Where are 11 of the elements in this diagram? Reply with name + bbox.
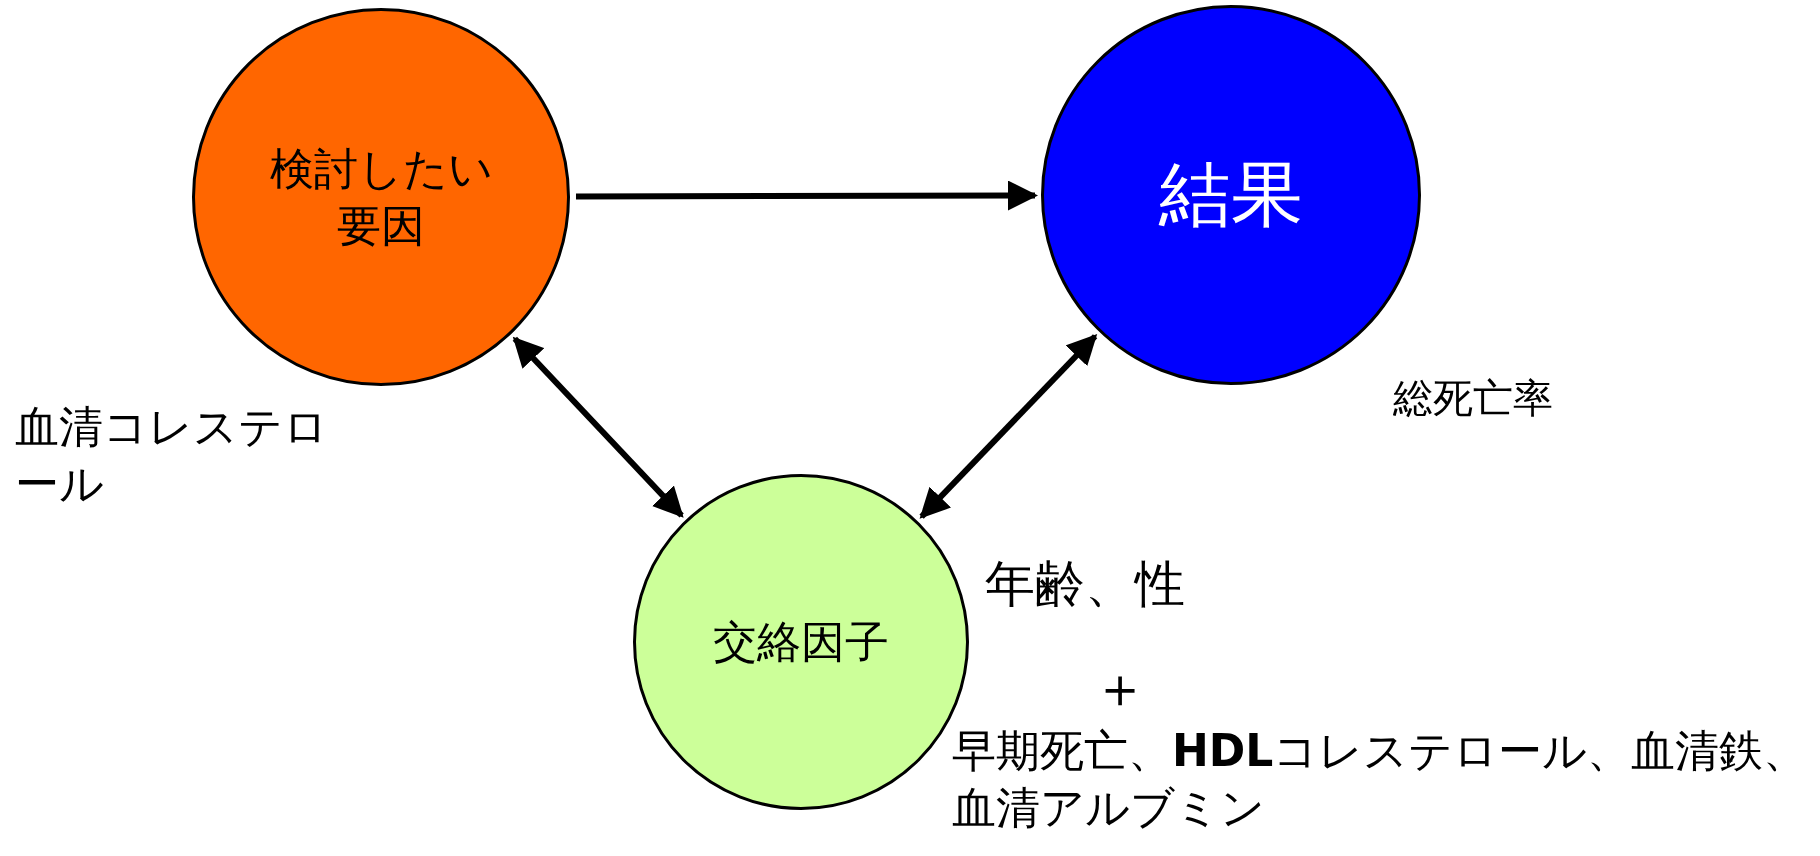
double-arrow <box>919 334 1098 519</box>
annotation-text: 総死亡率 <box>1393 374 1554 423</box>
double-arrow <box>512 336 684 518</box>
node-label: 交絡因子 <box>712 615 890 670</box>
annotation-text: 年齢、性 <box>985 554 1186 615</box>
node-label: 検討したい要因 <box>268 141 494 253</box>
annotation-text: 血清コレステロール <box>15 400 329 512</box>
node-label: 結果 <box>1157 151 1304 239</box>
annotation-text: ＋ <box>1091 654 1149 722</box>
annotation-text: 早期死亡、HDLコレステロール、血清鉄、血清アルブミン <box>952 724 1809 836</box>
arrow <box>576 180 1038 211</box>
